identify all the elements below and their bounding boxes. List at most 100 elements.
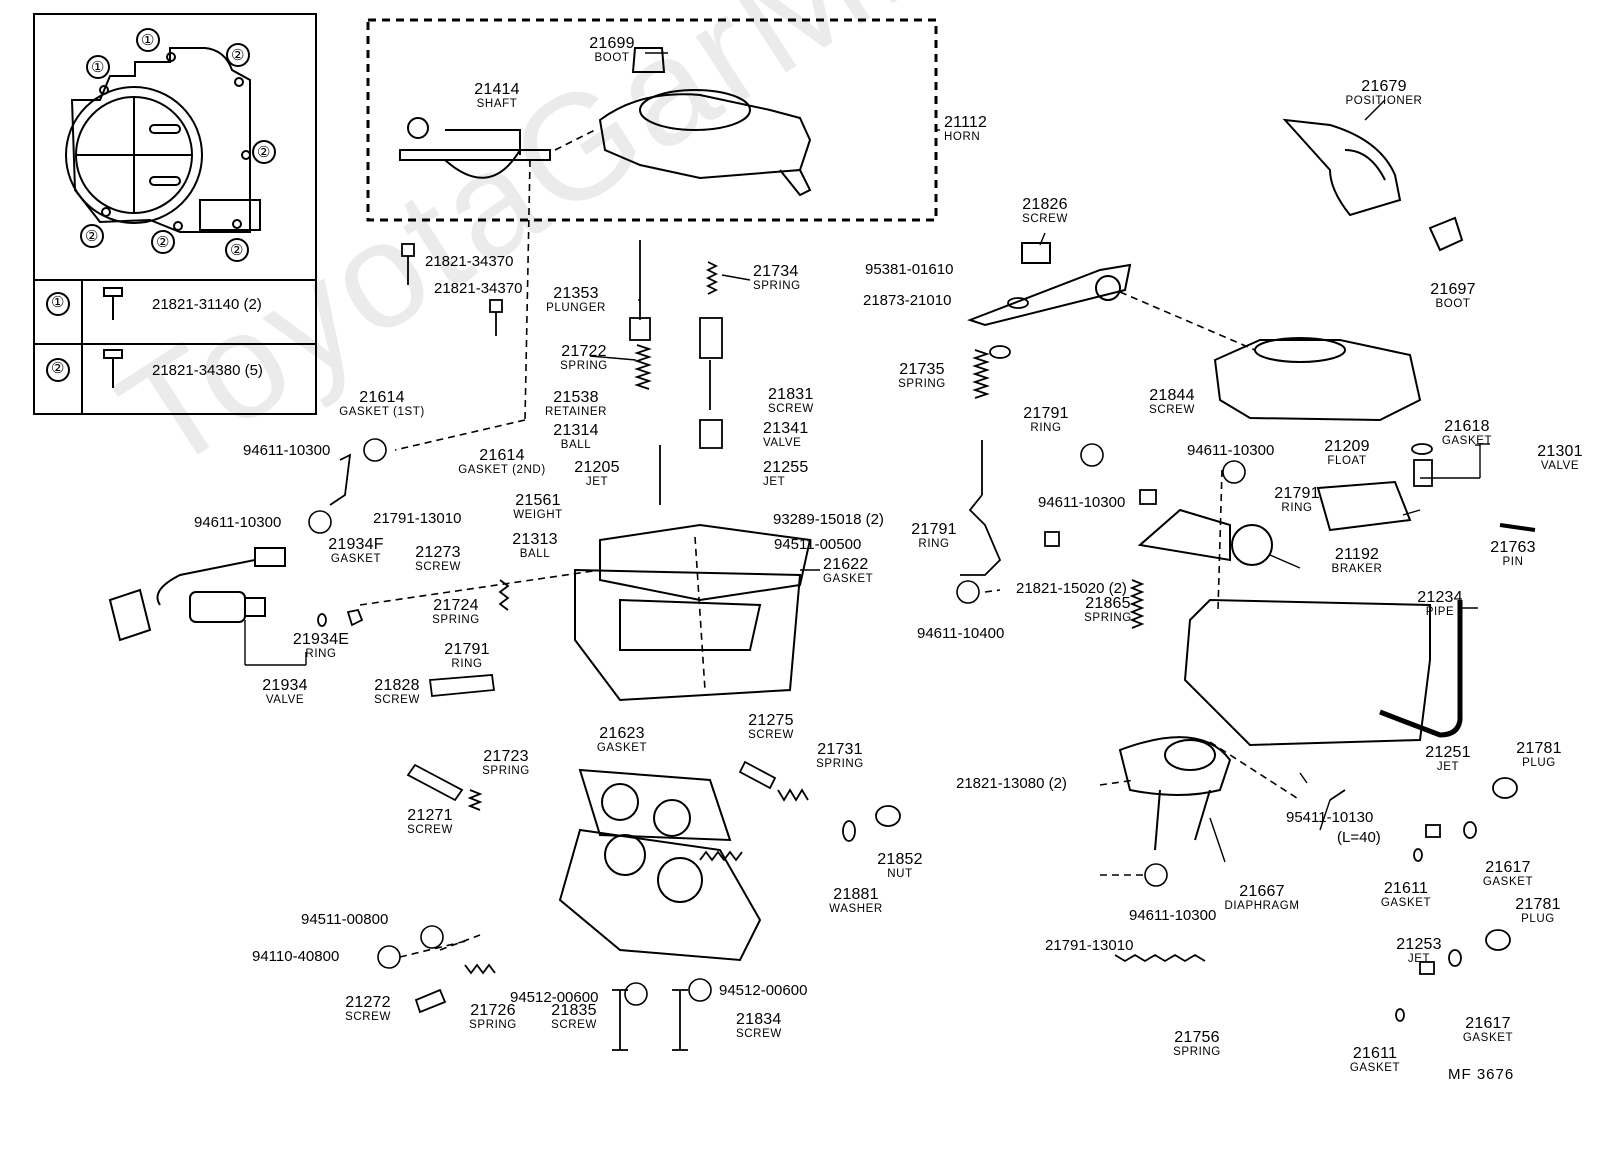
part-number-21791-13010: 21791-13010 xyxy=(1045,937,1134,954)
diaphragm-drawing xyxy=(1118,736,1232,851)
horn-drawing xyxy=(399,89,812,197)
part-number-21821-15020: 21821-15020 (2) xyxy=(1016,580,1127,597)
part-number-21873-21010: 21873-21010 xyxy=(863,292,952,309)
part-number-94512-00600: 94512-00600 xyxy=(719,982,808,999)
inset-panel-frame xyxy=(33,13,317,415)
part-number-95381-01610: 95381-01610 xyxy=(865,261,954,278)
part-number-length: (L=40) xyxy=(1337,829,1381,846)
inset-row-marker: ① xyxy=(51,294,65,311)
part-number-94511-00500: 94511-00500 xyxy=(774,536,862,553)
part-number-94110-40800: 94110-40800 xyxy=(252,948,340,965)
lower-gasket-drawing xyxy=(578,768,732,842)
part-number-21821-34370: 21821-34370 xyxy=(434,280,523,297)
callout-2: ② xyxy=(156,234,170,251)
part-number-21821-13080: 21821-13080 (2) xyxy=(956,775,1067,792)
spring-drawings xyxy=(464,261,1206,975)
drawing-code: MF 3676 xyxy=(1448,1066,1515,1083)
pipe-drawing xyxy=(1379,600,1463,738)
assembly-dashed-lines xyxy=(359,129,1301,958)
part-number-94611-10300: 94611-10300 xyxy=(1187,442,1275,459)
positioner-drawing xyxy=(1282,118,1402,217)
callout-2: ② xyxy=(231,47,245,64)
vacuum-break-drawing xyxy=(1137,508,1273,566)
part-number-94611-10300: 94611-10300 xyxy=(1038,494,1126,511)
callout-2: ② xyxy=(85,228,99,245)
leader-lines xyxy=(244,52,1490,863)
float-bowl-drawing xyxy=(1183,598,1431,747)
horn-assembly-box xyxy=(366,18,938,222)
part-number-94611-10300: 94611-10300 xyxy=(1129,907,1217,924)
part-number-21821-34370: 21821-34370 xyxy=(425,253,514,270)
part-number-21791-13010: 21791-13010 xyxy=(373,510,462,527)
throttle-body-drawing xyxy=(558,828,762,962)
inset-screw-icons xyxy=(103,287,123,388)
small-parts-drawing xyxy=(317,240,1536,1051)
part-number-94611-10300: 94611-10300 xyxy=(243,442,331,459)
inset-callout-circles xyxy=(46,28,276,382)
throttle-flange-drawing xyxy=(65,47,261,233)
part-number-95411-10130: 95411-10130 xyxy=(1286,809,1374,826)
air-horn-body-drawing xyxy=(1213,337,1422,422)
part-number-93289-15018: 93289-15018 (2) xyxy=(773,511,884,528)
inset-row-marker: ② xyxy=(51,360,65,377)
callout-2: ② xyxy=(257,144,271,161)
part-number-94511-00800: 94511-00800 xyxy=(301,911,389,928)
part-number-94611-10300: 94611-10300 xyxy=(194,514,282,531)
callout-2: ② xyxy=(230,242,244,259)
float-drawing xyxy=(1316,480,1412,532)
carburetor-body-drawing xyxy=(574,523,812,702)
boot-21697-drawing xyxy=(1428,216,1464,252)
callout-1: ① xyxy=(141,32,155,49)
